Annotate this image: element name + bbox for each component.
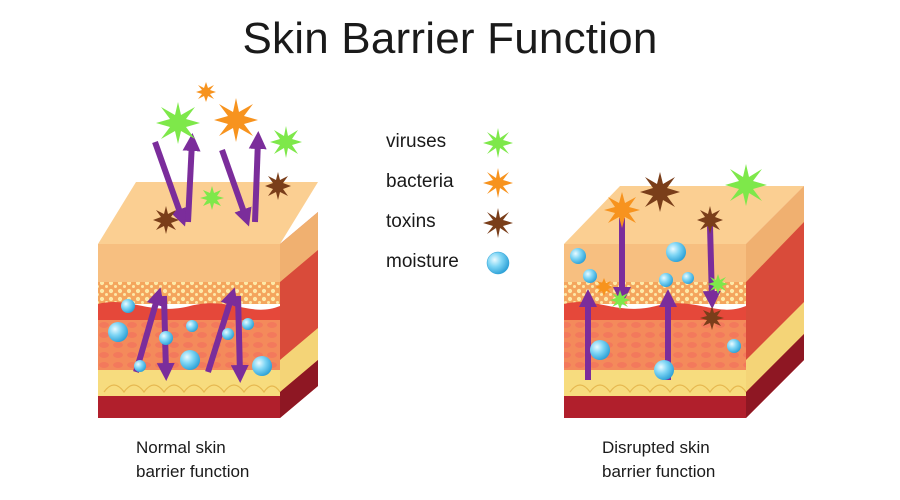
- water-droplet-icon: [654, 360, 674, 380]
- caption-line: barrier function: [602, 462, 716, 481]
- water-droplet-icon: [727, 339, 741, 353]
- toxin-star-icon: [153, 206, 179, 234]
- fat-layer: [98, 370, 280, 396]
- right-moisture-droplets: [570, 242, 741, 380]
- water-droplet-icon: [486, 251, 510, 275]
- legend-label: viruses: [386, 131, 447, 152]
- toxin-star-icon: [265, 172, 291, 200]
- caption-line: barrier function: [136, 462, 250, 481]
- virus-star-icon: [725, 164, 767, 206]
- virus-star-icon: [156, 102, 200, 144]
- caption-line: Normal skin: [136, 438, 226, 457]
- virus-star-icon: [200, 186, 224, 210]
- water-droplet-icon: [242, 318, 254, 330]
- pathogen-arrow-down: [702, 225, 721, 309]
- legend-item-viruses: viruses: [386, 125, 526, 165]
- water-droplet-icon: [666, 242, 686, 262]
- legend-label: toxins: [386, 211, 436, 232]
- water-droplet-icon: [252, 356, 272, 376]
- pathogen-arrow-up: [182, 133, 201, 223]
- bacteria-star-icon: [595, 278, 613, 296]
- legend-item-moisture: moisture: [386, 245, 526, 285]
- moisture-arrow-down: [230, 295, 249, 383]
- moisture-arrow-up: [133, 287, 165, 373]
- water-droplet-icon: [180, 350, 200, 370]
- virus-star-icon: [610, 290, 630, 310]
- moisture-arrow-up: [205, 287, 238, 373]
- water-droplet-icon: [590, 340, 610, 360]
- water-droplet-icon: [186, 320, 198, 332]
- toxin-star-icon: [700, 306, 724, 330]
- epidermis-layer: [98, 244, 280, 282]
- water-droplet-icon: [134, 360, 146, 372]
- water-droplet-icon: [159, 331, 173, 345]
- legend-item-bacteria: bacteria: [386, 165, 526, 205]
- epidermis-top-face: [98, 182, 318, 244]
- bacteria-star-icon: [604, 192, 640, 228]
- pathogen-arrow-down: [219, 149, 252, 227]
- left-pathogens: [153, 82, 302, 234]
- water-droplet-icon: [108, 322, 128, 342]
- page-title: Skin Barrier Function: [242, 14, 658, 63]
- brown-star-icon: [483, 208, 513, 238]
- bacteria-star-icon: [214, 98, 258, 142]
- base-layer: [98, 396, 280, 418]
- toxin-star-icon: [697, 206, 723, 234]
- pathogen-arrow-up: [248, 131, 267, 223]
- orange-star-icon: [483, 168, 513, 198]
- legend-label: moisture: [386, 251, 459, 272]
- left-moisture-droplets: [108, 299, 272, 376]
- pathogen-arrow-down: [152, 140, 188, 227]
- virus-star-icon: [708, 274, 728, 294]
- legend-label: bacteria: [386, 171, 454, 192]
- bacteria-star-icon: [196, 82, 216, 102]
- water-droplet-icon: [570, 248, 586, 264]
- water-droplet-icon: [121, 299, 135, 313]
- legend-item-toxins: toxins: [386, 205, 526, 245]
- green-star-icon: [483, 128, 513, 158]
- water-droplet-icon: [222, 328, 234, 340]
- normal-skin-caption: Normal skin barrier function: [136, 436, 249, 484]
- toxin-star-icon: [640, 172, 680, 212]
- water-droplet-icon: [583, 269, 597, 283]
- water-droplet-icon: [659, 273, 673, 287]
- virus-star-icon: [270, 126, 302, 158]
- caption-line: Disrupted skin: [602, 438, 710, 457]
- right-pathogens: [595, 164, 767, 330]
- water-droplet-icon: [682, 272, 694, 284]
- legend: viruses bacteria toxins moisture: [386, 125, 526, 285]
- disrupted-skin-block: [564, 186, 804, 418]
- disrupted-skin-caption: Disrupted skin barrier function: [602, 436, 715, 484]
